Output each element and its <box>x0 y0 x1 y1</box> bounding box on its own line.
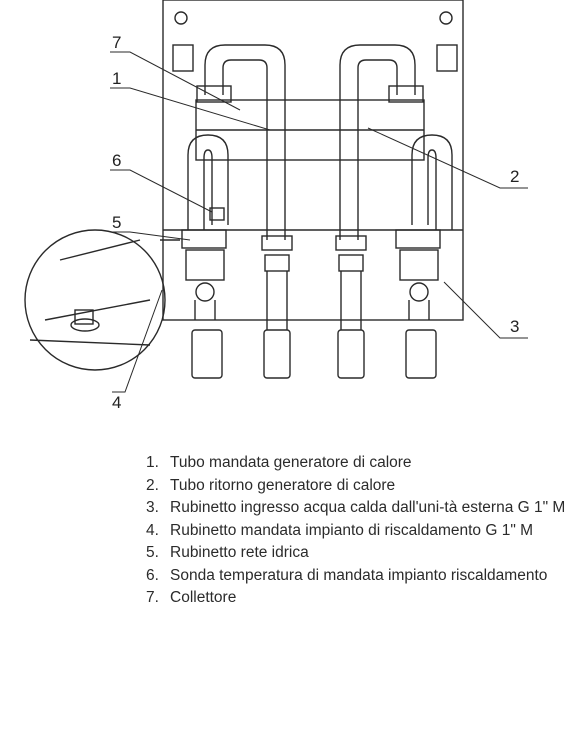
pipe-end-4 <box>405 329 437 379</box>
legend-item: 6. Sonda temperatura di mandata impianto … <box>146 565 566 588</box>
leader-6 <box>110 169 213 213</box>
leader-3 <box>443 281 528 339</box>
leader-2 <box>367 127 528 189</box>
bracket-right <box>436 44 458 72</box>
legend-text: Rubinetto ingresso acqua calda dall'uni-… <box>170 499 566 516</box>
keyhole-left <box>174 11 188 25</box>
detail-magnifier <box>24 229 166 371</box>
callout-1: 1 <box>112 69 121 88</box>
valve-right-body <box>399 249 439 281</box>
legend-number: 4. <box>146 521 159 539</box>
legend-number: 7. <box>146 589 159 606</box>
callout-6: 6 <box>112 151 121 170</box>
callout-3: 3 <box>510 317 519 336</box>
pipe-left-u <box>204 44 286 240</box>
valve-left-body <box>185 249 225 281</box>
legend-text: Rubinetto rete idrica <box>170 544 309 561</box>
callout-2: 2 <box>510 167 519 186</box>
legend-list: 1. Tubo mandata generatore di calore 2. Tu… <box>146 452 566 610</box>
pipe-end-3 <box>337 329 365 379</box>
keyhole-right <box>439 11 453 25</box>
legend-text: Rubinetto mandata impianto di riscaldame… <box>170 521 534 539</box>
leader-5 <box>110 231 191 241</box>
callout-5: 5 <box>112 213 121 232</box>
back-plate <box>162 0 464 321</box>
legend-text: Collettore <box>170 589 237 606</box>
leader-7 <box>110 51 241 111</box>
legend-number: 6. <box>146 566 159 584</box>
legend-number: 1. <box>146 454 159 471</box>
legend-item: 5. Rubinetto rete idrica <box>146 542 566 565</box>
pipe-end-1 <box>191 329 223 379</box>
legend-number: 2. <box>146 476 159 494</box>
legend-number: 5. <box>146 544 159 561</box>
bracket-left <box>172 44 194 72</box>
temperature-probe <box>209 207 225 221</box>
legend-item: 1. Tubo mandata generatore di calore <box>146 452 566 475</box>
legend-item: 7. Collettore <box>146 587 566 610</box>
legend-text: Sonda temperatura di mandata impianto ri… <box>170 566 548 584</box>
legend-text: Tubo mandata generatore di calore <box>170 454 412 471</box>
leader-4 <box>112 289 163 393</box>
callout-4: 4 <box>112 393 121 412</box>
callout-7: 7 <box>112 33 121 52</box>
hydraulic-kit-drawing: 7 1 6 5 4 2 3 <box>24 0 528 412</box>
pipe-right-u <box>339 44 416 240</box>
legend-number: 3. <box>146 499 159 516</box>
legend-text: Tubo ritorno generatore di calore <box>170 476 396 494</box>
legend-item: 3. Rubinetto ingresso acqua calda dall'un… <box>146 497 566 520</box>
pipe-end-2 <box>263 329 291 379</box>
leader-1 <box>110 87 271 131</box>
legend-item: 2. Tubo ritorno generatore di calore <box>146 475 566 498</box>
legend-item: 4. Rubinetto mandata impianto di riscalda… <box>146 520 566 543</box>
